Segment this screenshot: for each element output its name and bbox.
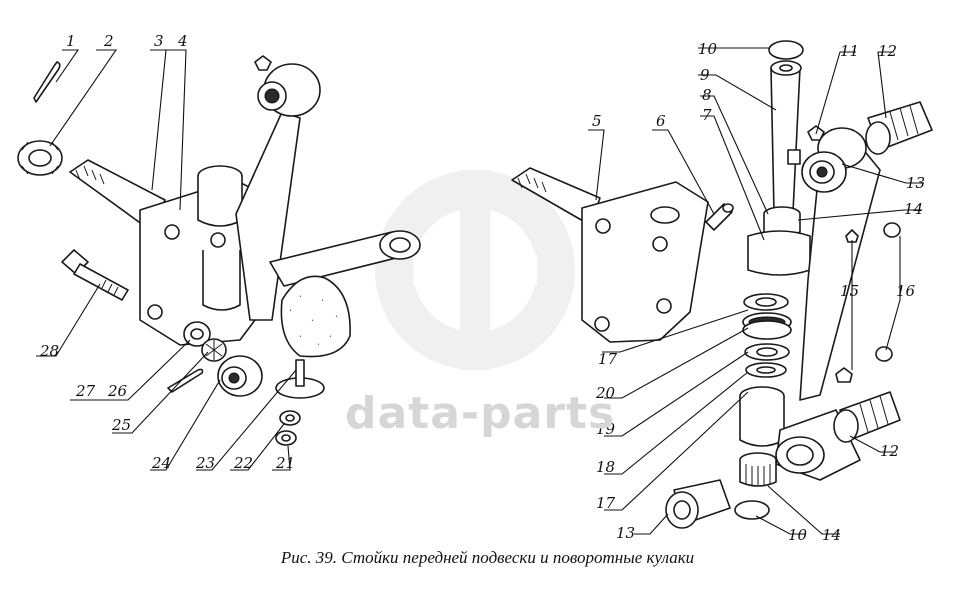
lower-nut-24 bbox=[217, 355, 263, 397]
callout-27: 27 bbox=[75, 382, 96, 400]
callout-5: 5 bbox=[592, 112, 602, 130]
left-assembly bbox=[17, 55, 421, 446]
steering-arm-right bbox=[747, 127, 881, 401]
callout-3: 3 bbox=[154, 32, 164, 50]
bolt-28 bbox=[61, 249, 129, 301]
right-assembly bbox=[665, 40, 933, 529]
cap-10-lower bbox=[734, 500, 770, 520]
callout-9: 9 bbox=[700, 66, 710, 84]
washer-18 bbox=[744, 343, 790, 361]
leader-lines bbox=[36, 47, 924, 535]
callout-25: 25 bbox=[111, 416, 131, 434]
callout-20: 20 bbox=[595, 384, 616, 402]
threaded-plug-12-lower bbox=[833, 391, 901, 443]
callout-2: 2 bbox=[103, 32, 114, 50]
callout-15: 15 bbox=[840, 282, 859, 300]
watermark-logo bbox=[375, 170, 575, 370]
cap-16 bbox=[875, 222, 901, 362]
steering-arm-upper bbox=[235, 55, 321, 321]
watermark-text: data-parts bbox=[345, 388, 616, 439]
castle-nut-2 bbox=[17, 140, 63, 176]
callout-labels: 1 2 3 4 5 6 7 8 9 10 10 11 12 12 13 13 1… bbox=[39, 32, 925, 544]
pin-6 bbox=[705, 203, 734, 231]
bump-stop-23 bbox=[275, 275, 351, 399]
cotter-pin-1 bbox=[33, 61, 61, 103]
washer-17-upper bbox=[745, 362, 787, 378]
steering-knuckle-5 bbox=[511, 167, 709, 343]
bearing-19 bbox=[742, 312, 792, 340]
castle-nut-26 bbox=[201, 338, 227, 362]
callout-28: 28 bbox=[39, 342, 59, 360]
callout-18: 18 bbox=[596, 458, 615, 476]
callout-21: 21 bbox=[275, 454, 295, 472]
callout-22: 22 bbox=[233, 454, 253, 472]
callout-1: 1 bbox=[66, 32, 76, 50]
figure-caption: Рис. 39. Стойки передней подвески и пово… bbox=[280, 548, 695, 567]
callout-16: 16 bbox=[896, 282, 916, 300]
washer-22 bbox=[279, 410, 301, 426]
kingpin-9 bbox=[770, 60, 802, 213]
callout-23: 23 bbox=[195, 454, 215, 472]
callout-4: 4 bbox=[177, 32, 188, 50]
callout-10-top: 10 bbox=[698, 40, 718, 58]
kingpin-boss bbox=[197, 165, 243, 311]
callout-6: 6 bbox=[656, 112, 666, 130]
callout-11: 11 bbox=[840, 42, 859, 60]
callout-8: 8 bbox=[702, 86, 712, 104]
threaded-plug-12-top bbox=[865, 101, 933, 155]
cotter-pin-25 bbox=[167, 368, 204, 393]
callout-13-upper: 13 bbox=[906, 174, 925, 192]
callout-24: 24 bbox=[151, 454, 171, 472]
callout-12-lower: 12 bbox=[880, 442, 899, 460]
callout-14-upper: 14 bbox=[904, 200, 923, 218]
callout-12-top: 12 bbox=[878, 42, 897, 60]
callout-7: 7 bbox=[702, 106, 712, 124]
nut-21 bbox=[275, 430, 297, 446]
callout-17-upper: 17 bbox=[598, 350, 618, 368]
tie-rod-arm bbox=[269, 230, 421, 287]
bushing-14-lower bbox=[739, 452, 777, 487]
washer-27 bbox=[183, 321, 211, 347]
callout-26: 26 bbox=[107, 382, 128, 400]
callout-14-lower: 14 bbox=[822, 526, 841, 544]
cap-10-top bbox=[768, 40, 804, 60]
grease-fitting-15 bbox=[835, 229, 859, 383]
nut-13-lower bbox=[665, 479, 731, 529]
washer-20 bbox=[743, 293, 789, 311]
callout-13-lower: 13 bbox=[616, 524, 635, 542]
callout-17-lower: 17 bbox=[596, 494, 616, 512]
callout-19: 19 bbox=[596, 420, 616, 438]
callout-10-lower: 10 bbox=[788, 526, 808, 544]
